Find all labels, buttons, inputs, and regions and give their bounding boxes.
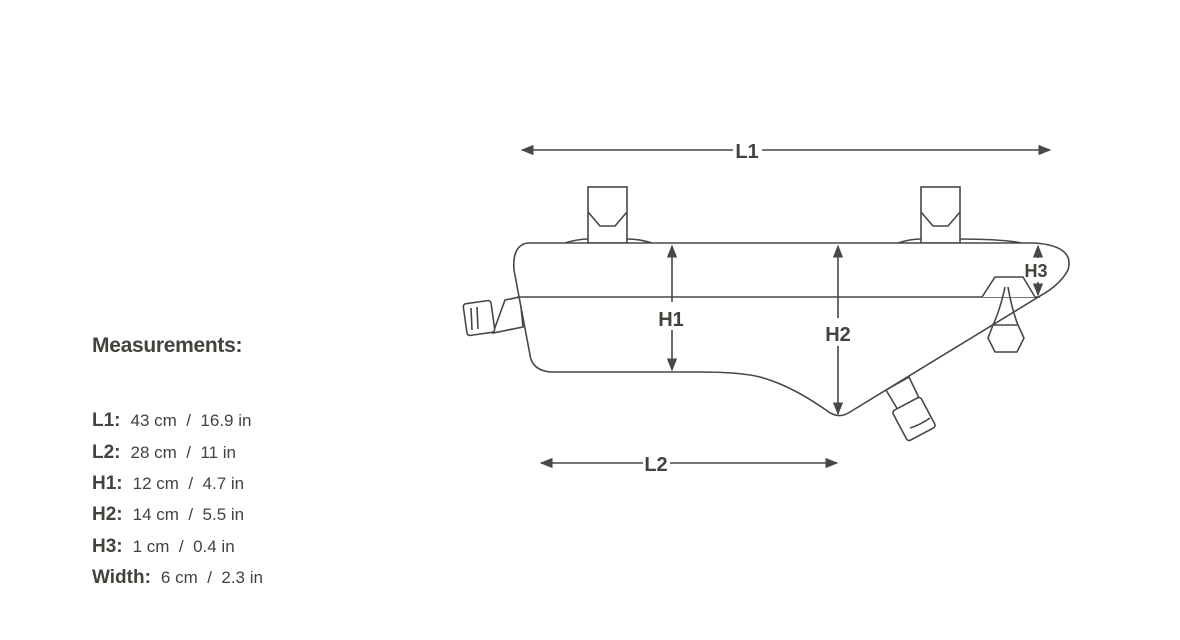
row-label: Width: bbox=[92, 567, 151, 588]
measurement-row-l1: L1: 43 cm / 16.9 in bbox=[92, 410, 251, 432]
h2-label: H2 bbox=[825, 324, 851, 346]
measurement-row-h2: H2: 14 cm / 5.5 in bbox=[92, 504, 244, 526]
top-strap-left bbox=[564, 186, 653, 244]
row-value: 12 cm / 4.7 in bbox=[132, 474, 245, 493]
h3-label: H3 bbox=[1024, 261, 1047, 281]
bottom-buckle bbox=[884, 375, 936, 442]
left-buckle bbox=[462, 296, 524, 337]
h1-label: H1 bbox=[658, 309, 684, 331]
row-value: 14 cm / 5.5 in bbox=[132, 505, 245, 524]
bag-outline bbox=[512, 242, 1070, 417]
measurement-row-l2: L2: 28 cm / 11 in bbox=[92, 442, 236, 464]
measurement-row-width: Width: 6 cm / 2.3 in bbox=[92, 567, 263, 589]
row-value: 28 cm / 11 in bbox=[130, 443, 237, 462]
row-label: L1: bbox=[92, 410, 121, 431]
top-strap-right bbox=[897, 186, 1023, 244]
row-label: H1: bbox=[92, 473, 123, 494]
row-value: 1 cm / 0.4 in bbox=[132, 537, 235, 556]
row-label: H3: bbox=[92, 536, 123, 557]
measurement-row-h1: H1: 12 cm / 4.7 in bbox=[92, 473, 244, 495]
l1-label: L1 bbox=[735, 141, 758, 163]
row-value: 43 cm / 16.9 in bbox=[130, 411, 252, 430]
measurements-title: Measurements: bbox=[92, 334, 243, 357]
zipper-pull bbox=[981, 276, 1036, 353]
row-label: H2: bbox=[92, 504, 123, 525]
measurement-row-h3: H3: 1 cm / 0.4 in bbox=[92, 536, 235, 558]
l2-label: L2 bbox=[644, 454, 667, 476]
row-label: L2: bbox=[92, 442, 121, 463]
row-value: 6 cm / 2.3 in bbox=[160, 568, 263, 587]
